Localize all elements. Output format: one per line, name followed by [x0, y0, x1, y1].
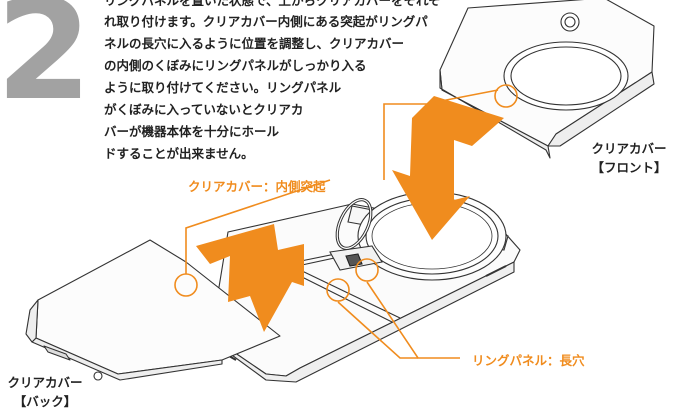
front-cover-label: クリアカバー 【フロント】 — [586, 138, 672, 176]
back-cover — [25, 239, 281, 381]
callout-leaders — [174, 84, 518, 359]
arrow-front-cover — [392, 96, 504, 240]
instruction-line: ように取り付けてください。リングパネル — [104, 80, 342, 95]
front-cover — [439, 0, 655, 159]
instruction-line: の内側のくぼみにリングパネルがしっかり入る — [104, 58, 367, 73]
instruction-line: ネルの長穴に入るように位置を調整し、クリアカバー — [104, 36, 405, 51]
callout-ring-panel-slot: リングパネル：長穴 — [472, 353, 585, 368]
press-arrows — [196, 96, 504, 332]
front-cover-label-line1: クリアカバー — [591, 141, 667, 156]
instruction-line: ドすることが出来ません。 — [104, 146, 254, 161]
instruction-line: がくぼみに入っていないとクリアカ — [104, 102, 304, 117]
callout-inner-protrusion: クリアカバー：内側突起 — [188, 179, 326, 194]
back-cover-label: クリアカバー 【バック】 — [2, 372, 88, 410]
instruction-line: バーが機器本体を十分にホール — [104, 124, 280, 139]
instruction-line: れ取り付けます。クリアカバー内側にある突起がリングパ — [104, 14, 428, 29]
arrow-back-cover — [196, 224, 304, 332]
instruction-line: リングパネルを置いた状態で、上からクリアカバーをそれぞ — [104, 0, 442, 8]
step-number: 2 — [0, 0, 92, 131]
front-cover-label-line2: 【フロント】 — [591, 160, 667, 175]
back-cover-label-line2: 【バック】 — [13, 394, 77, 409]
back-cover-label-line1: クリアカバー — [7, 375, 83, 390]
